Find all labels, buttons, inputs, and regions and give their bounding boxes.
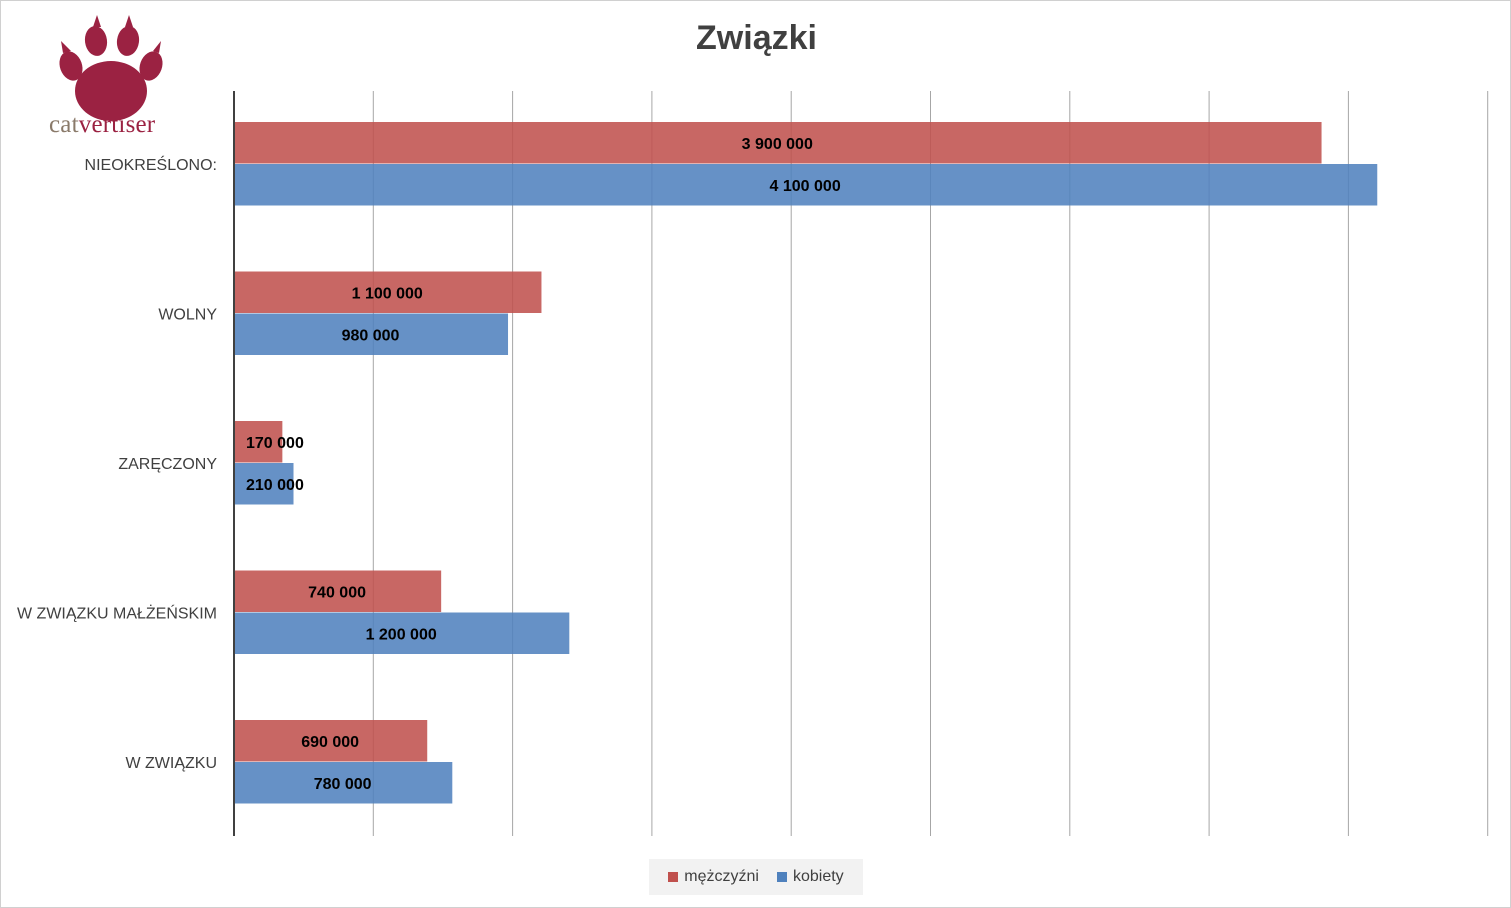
category-label: W ZWIĄZKU bbox=[125, 755, 217, 772]
data-label: 3 900 000 bbox=[742, 136, 813, 153]
bar bbox=[235, 164, 1378, 206]
chart-title: Związki bbox=[696, 19, 817, 57]
data-label: 980 000 bbox=[342, 328, 400, 345]
category-label: ZARĘCZONY bbox=[118, 456, 217, 473]
data-label: 690 000 bbox=[301, 734, 359, 751]
logo-wordmark: catvertiser bbox=[49, 111, 155, 139]
data-label: 780 000 bbox=[314, 776, 372, 793]
data-label: 170 000 bbox=[246, 435, 304, 452]
bar bbox=[235, 421, 283, 463]
category-label: NIEOKREŚLONO: bbox=[85, 155, 217, 174]
data-label: 740 000 bbox=[308, 585, 366, 602]
data-label: 1 100 000 bbox=[352, 286, 423, 303]
bar bbox=[235, 122, 1322, 164]
gridlines bbox=[233, 91, 1489, 836]
bar bbox=[235, 313, 509, 355]
legend-swatch-women bbox=[776, 872, 787, 882]
legend-label-women: kobiety bbox=[792, 868, 844, 885]
data-label: 4 100 000 bbox=[770, 178, 841, 195]
legend-item-women: kobiety bbox=[776, 868, 844, 886]
category-label: W ZWIĄZKU MAŁŻEŃSKIM bbox=[17, 604, 217, 623]
bar bbox=[235, 612, 570, 654]
logo-text-light: cat bbox=[49, 111, 79, 138]
bar bbox=[235, 570, 442, 612]
logo-text-bold: vertiser bbox=[78, 111, 156, 138]
bar bbox=[235, 720, 428, 762]
bars bbox=[235, 122, 1378, 804]
chart-legend: mężczyźni kobiety bbox=[649, 859, 863, 895]
data-label: 1 200 000 bbox=[366, 627, 437, 644]
bar bbox=[235, 463, 294, 505]
bar bbox=[235, 271, 542, 313]
paw-logo-icon bbox=[59, 15, 163, 121]
bar bbox=[235, 762, 453, 804]
category-label: WOLNY bbox=[158, 307, 217, 324]
legend-label-men: mężczyźni bbox=[684, 868, 759, 885]
legend-swatch-men bbox=[668, 872, 679, 882]
data-label: 210 000 bbox=[246, 477, 304, 494]
legend-item-men: mężczyźni bbox=[668, 868, 759, 886]
